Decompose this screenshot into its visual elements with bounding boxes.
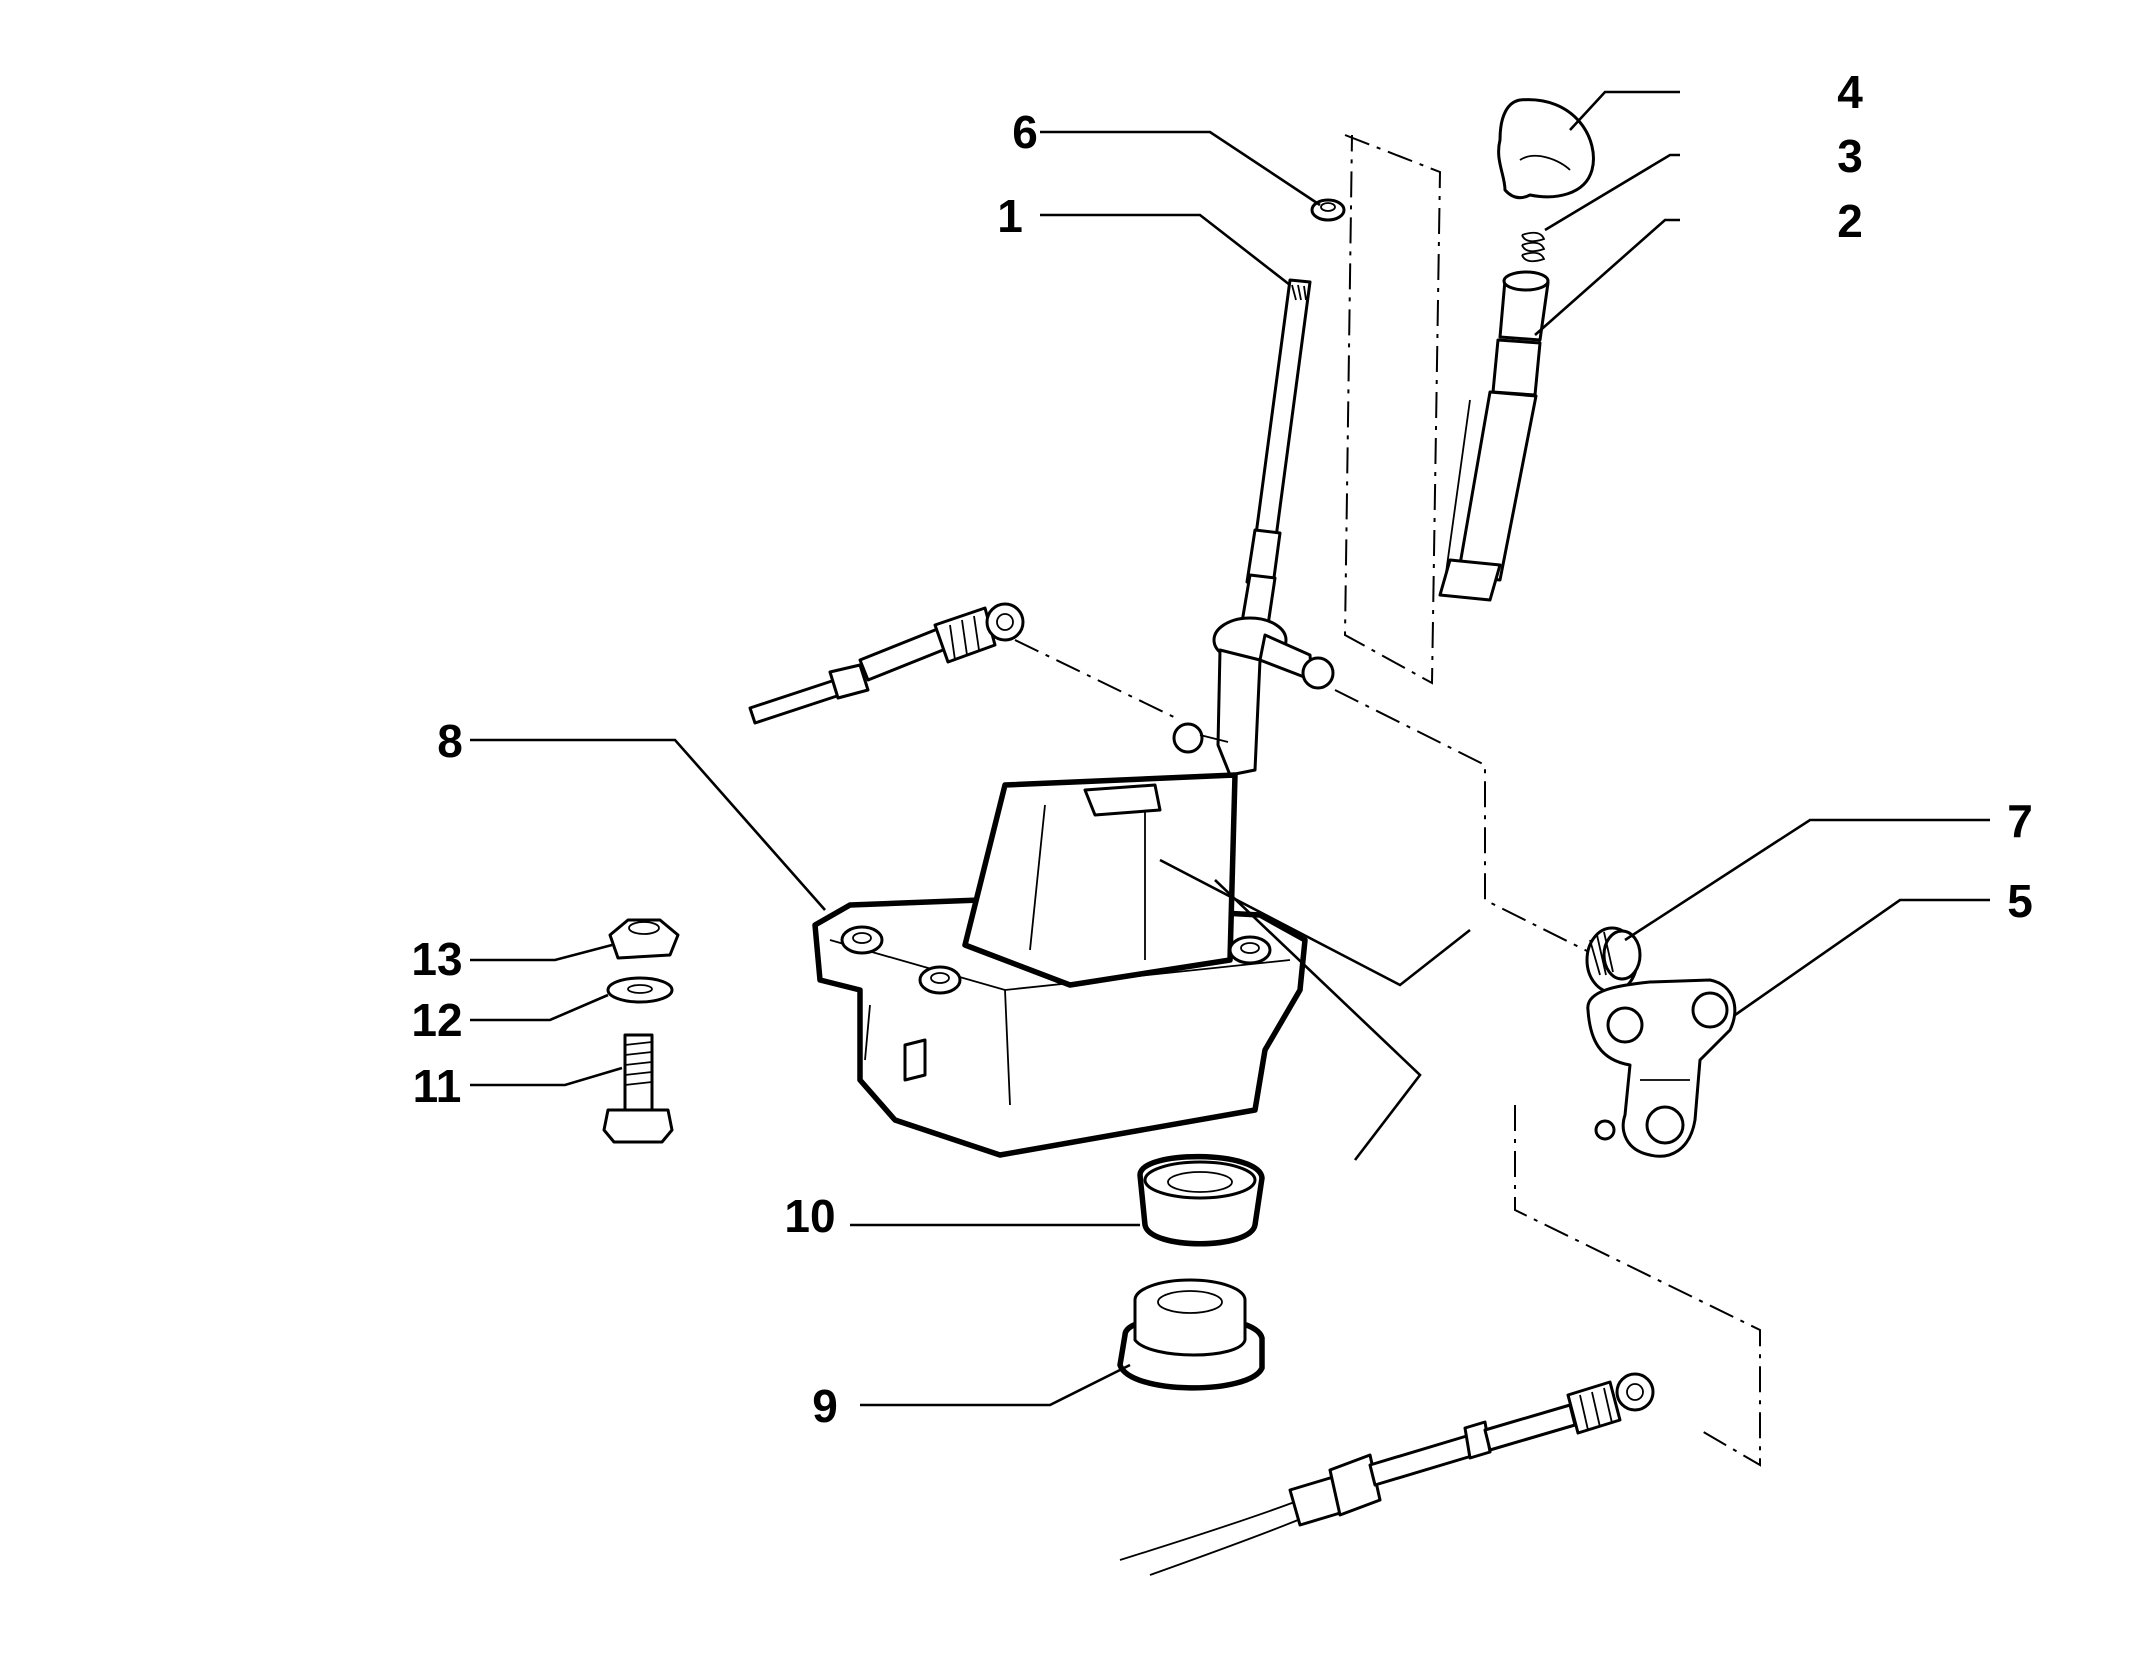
callout-9: 9 — [812, 1380, 838, 1432]
part-3-spring — [1521, 231, 1546, 263]
callout-6: 6 — [1012, 106, 1038, 158]
part-2-lever-sleeve — [1438, 270, 1550, 602]
part-8-selector-housing — [812, 772, 1308, 1158]
callout-5: 5 — [2007, 875, 2033, 927]
callout-3: 3 — [1837, 130, 1863, 182]
lower-cable — [1119, 1372, 1655, 1576]
part-4-gear-knob — [1497, 98, 1595, 200]
part-10-ring — [1137, 1153, 1265, 1247]
callout-2: 2 — [1837, 195, 1863, 247]
callout-8: 8 — [437, 715, 463, 767]
callout-12: 12 — [411, 994, 462, 1046]
callout-11: 11 — [413, 1060, 462, 1112]
part-7-bush — [1585, 926, 1642, 994]
part-9-ring — [1117, 1278, 1265, 1391]
upper-cable — [748, 602, 1025, 725]
callout-7: 7 — [2007, 795, 2033, 847]
callout-4: 4 — [1837, 66, 1863, 118]
part-5-bracket — [1586, 978, 1737, 1158]
callout-13: 13 — [411, 933, 462, 985]
assembly-guide-lines — [1014, 134, 1761, 1467]
callout-10: 10 — [784, 1190, 835, 1242]
callout-1: 1 — [997, 190, 1023, 242]
leader-lines — [470, 90, 1990, 1407]
part-13-nut — [608, 918, 680, 960]
part-1-gear-lever — [1172, 278, 1335, 777]
callout-labels: 1 2 3 4 5 6 7 8 9 10 11 12 13 — [411, 66, 2032, 1432]
part-12-washer — [606, 976, 674, 1004]
part-11-bolt — [602, 1033, 674, 1144]
